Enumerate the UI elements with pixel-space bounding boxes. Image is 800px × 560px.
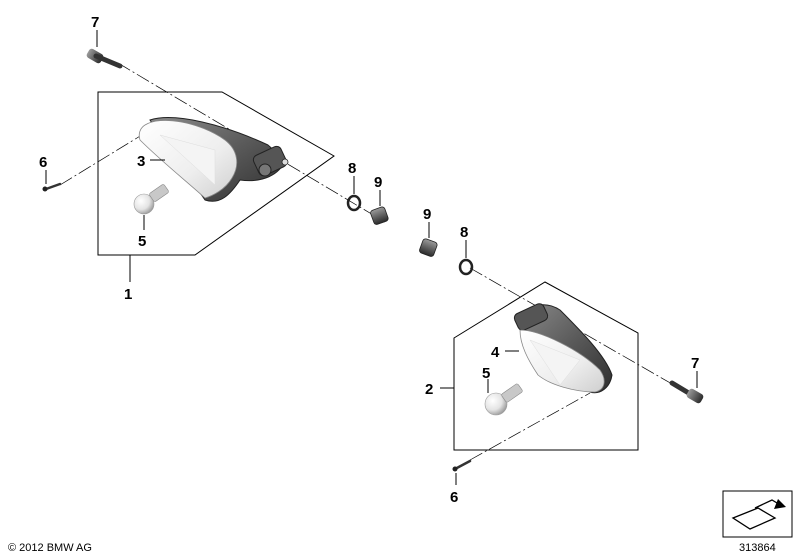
upper-small-screw: [42, 182, 62, 192]
callout-nut-lower: 9: [423, 206, 431, 223]
lower-bolt-axis: [469, 267, 687, 393]
upper-bolt: [86, 48, 123, 69]
callout-lens-upper: 3: [137, 153, 145, 170]
lower-indicator-housing: [513, 303, 613, 394]
upper-bulb: [133, 184, 169, 215]
callout-group-lower: 2: [425, 381, 433, 398]
callout-small-screw-lower: 6: [450, 489, 458, 506]
copyright-text: © 2012 BMW AG: [8, 542, 92, 554]
callout-small-screw-upper: 6: [39, 154, 47, 171]
lower-screw-axis: [469, 392, 591, 461]
callout-group-upper: 1: [124, 286, 132, 303]
lower-bolt: [669, 380, 704, 404]
lower-nut: [419, 238, 438, 257]
lower-bulb: [484, 383, 523, 416]
callout-nut-upper: 9: [374, 174, 382, 191]
lower-small-screw: [452, 459, 472, 472]
upper-group-frame: [97, 91, 335, 256]
upper-nut: [370, 206, 389, 225]
lower-group-frame: [453, 281, 639, 451]
callout-washer-lower: 8: [460, 224, 468, 241]
callout-bolt-upper: 7: [91, 14, 99, 31]
return-arrow-icon[interactable]: [722, 490, 793, 538]
upper-screw-axis: [59, 129, 151, 186]
callout-lens-lower: 4: [491, 344, 500, 361]
callout-washer-upper: 8: [348, 160, 356, 177]
callout-bulb-upper: 5: [138, 233, 146, 250]
upper-washer: [346, 194, 362, 212]
upper-indicator-housing: [138, 117, 289, 202]
callout-bulb-lower: 5: [482, 365, 490, 382]
lower-washer: [458, 258, 474, 276]
diagram-number: 313864: [739, 542, 776, 554]
callout-bolt-lower: 7: [691, 355, 699, 372]
